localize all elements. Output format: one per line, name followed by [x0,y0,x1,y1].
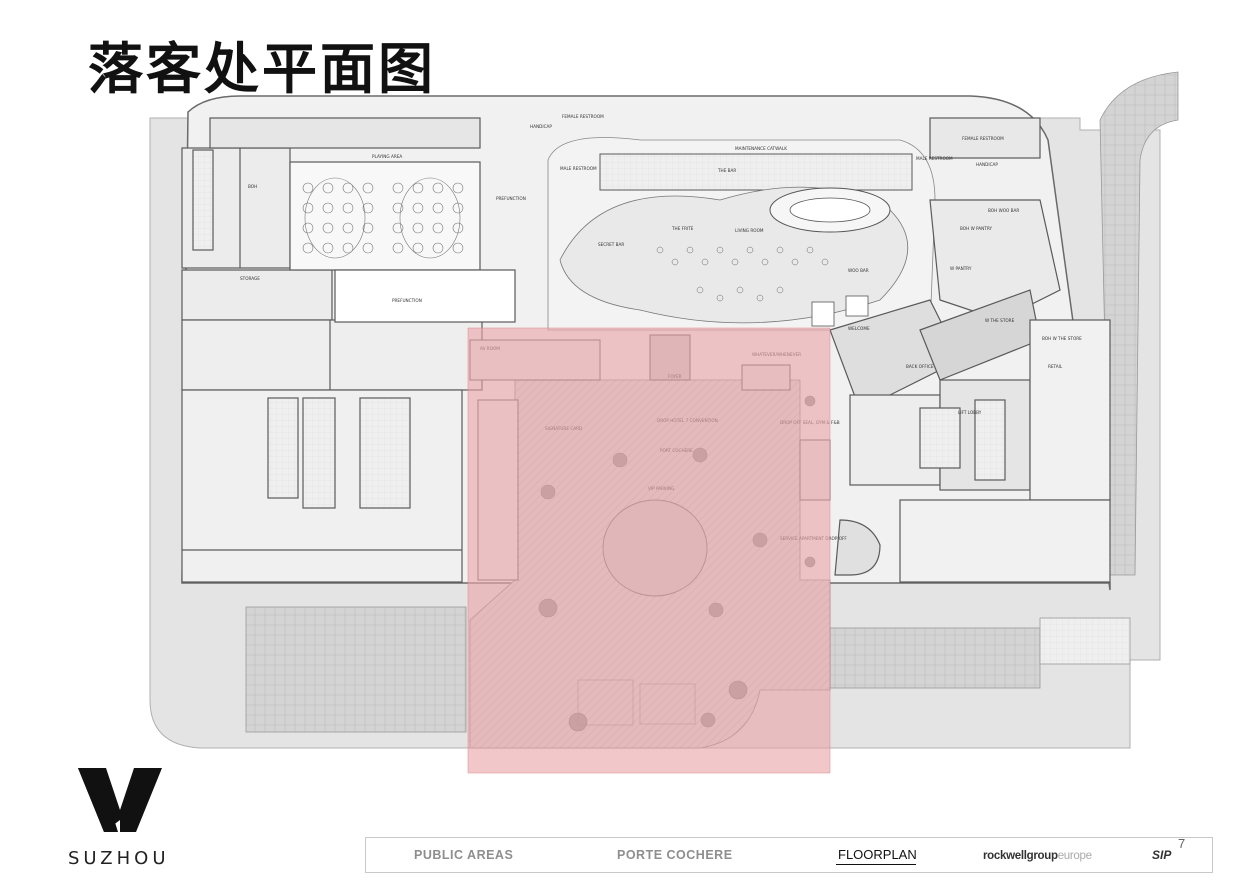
label-woo-bar: WOO BAR [848,268,869,273]
label-w-the-store: W THE STORE [985,318,1015,323]
logo-city: SUZHOU [68,848,170,869]
title-block-floorplan: FLOORPLAN [838,847,917,862]
label-boh-left: BOH [248,184,257,189]
label-boh-pantry: BOH W PANTRY [960,226,993,231]
label-prefunction-top: PREFUNCTION [496,196,526,201]
label-lift-lobby: LIFT LOBBY [958,410,982,415]
left-wing [181,117,483,583]
drop-off-highlight [467,327,831,774]
title-block-porte-cochere: PORTE COCHERE [617,848,733,862]
label-maintenance-catwalk: MAINTENANCE CATWALK [735,146,787,151]
page-number: 7 [1178,836,1186,851]
label-boh-store: BOH W THE STORE [1042,336,1082,341]
label-handicap-left: HANDICAP [530,124,552,129]
label-w-pantry: W PANTRY [950,266,972,271]
label-welcome: WELCOME [848,326,870,331]
label-male-restroom: MALE RESTROOM [560,166,597,171]
right-wing [829,117,1111,583]
title-block-public-areas: PUBLIC AREAS [414,848,514,862]
label-living-room: LIVING ROOM [735,228,764,233]
firm-suffix: europe [1057,850,1092,862]
playing-area [289,161,516,323]
w-logo [78,768,162,832]
label-boh-woo-bar: BOH WOO BAR [988,208,1019,213]
label-the-bar: THE BAR [717,168,736,173]
label-playing-area: PLAYING AREA [372,154,402,159]
firm-name: rockwellgroup [983,850,1058,862]
title-block: PUBLIC AREAS PORTE COCHERE FLOORPLAN roc… [365,836,1213,873]
firm-logo: rockwellgroupeurope [983,848,1092,864]
client-logo: SIP [1152,848,1172,862]
page-title: 落客处平面图 [88,36,437,101]
label-female-restroom: FEMALE RESTROOM [562,114,604,119]
lounge-area [547,137,936,331]
label-back-office: BACK OFFICE [906,364,934,369]
label-handicap-right: HANDICAP [976,162,998,167]
label-the-frite: THE FRITE [671,226,694,231]
label-prefunction-mid: PREFUNCTION [392,298,422,303]
floorplan-underline [836,864,916,865]
label-female-restroom-right: FEMALE RESTROOM [962,136,1004,141]
label-storage: STORAGE [240,276,260,281]
label-secret-bar: SECRET BAR [598,242,624,247]
label-retail: RETAIL [1048,364,1063,369]
label-male-restroom-right: MALE RESTROOM [916,156,953,161]
